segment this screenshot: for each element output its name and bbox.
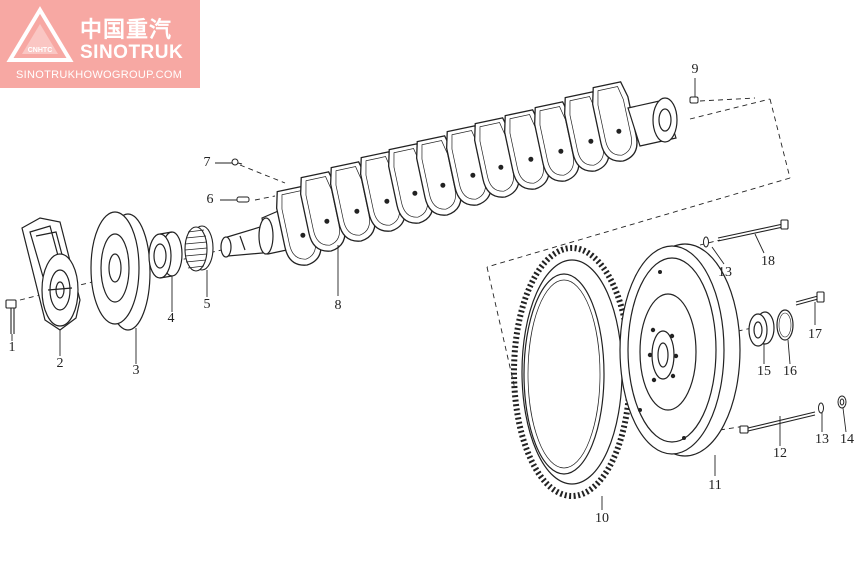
damper-part-3 <box>90 211 151 331</box>
callout-18: 18 <box>761 254 775 269</box>
emblem-text: CNHTC <box>28 47 53 54</box>
bolt-part-17 <box>795 291 825 306</box>
callout-10: 10 <box>595 511 609 526</box>
pin-part-6 <box>236 196 250 203</box>
pulley-part-2 <box>21 217 81 331</box>
callout-14: 14 <box>840 432 854 447</box>
callout-13-upper: 13 <box>718 265 732 280</box>
callout-8: 8 <box>334 298 342 313</box>
crankshaft-part-8 <box>220 80 678 270</box>
callout-13-lower: 13 <box>815 432 829 447</box>
callout-4: 4 <box>167 311 175 326</box>
washer-part-13-upper <box>703 236 709 248</box>
flywheel-part-11 <box>619 243 741 457</box>
callout-17: 17 <box>808 327 822 342</box>
brand-logo: CNHTC <box>0 0 200 88</box>
callout-15: 15 <box>757 364 771 379</box>
triangle-emblem-icon <box>6 6 74 62</box>
bolt-part-1 <box>5 299 17 334</box>
callout-1: 1 <box>8 340 16 355</box>
brand-website: SINOTRUKHOWOGROUP.COM <box>16 69 183 81</box>
logo-background <box>0 0 200 88</box>
callout-11: 11 <box>708 478 722 493</box>
ring-gear-part-10 <box>511 245 633 499</box>
callout-3: 3 <box>132 363 140 378</box>
bearing-part-4 <box>148 231 183 279</box>
long-bolt-part-12 <box>739 411 816 434</box>
callout-7: 7 <box>203 155 211 170</box>
callout-6: 6 <box>206 192 214 207</box>
washer-part-13-lower <box>818 402 824 414</box>
bushing-part-15 <box>748 311 775 347</box>
callout-12: 12 <box>773 446 787 461</box>
leader-lines <box>11 78 847 510</box>
callout-9: 9 <box>691 62 699 77</box>
snap-ring-part-16 <box>776 309 794 341</box>
brand-chinese-name: 中国重汽 <box>80 18 173 43</box>
callout-2: 2 <box>56 356 64 371</box>
nut-part-14 <box>837 395 847 409</box>
callout-5: 5 <box>203 297 211 312</box>
gear-part-5 <box>184 225 214 272</box>
dowel-part-7 <box>231 158 243 166</box>
pin-part-9 <box>689 96 699 104</box>
callout-16: 16 <box>783 364 797 379</box>
long-bolt-part-18 <box>717 219 789 242</box>
brand-english-name: SINOTRUK <box>80 42 184 63</box>
